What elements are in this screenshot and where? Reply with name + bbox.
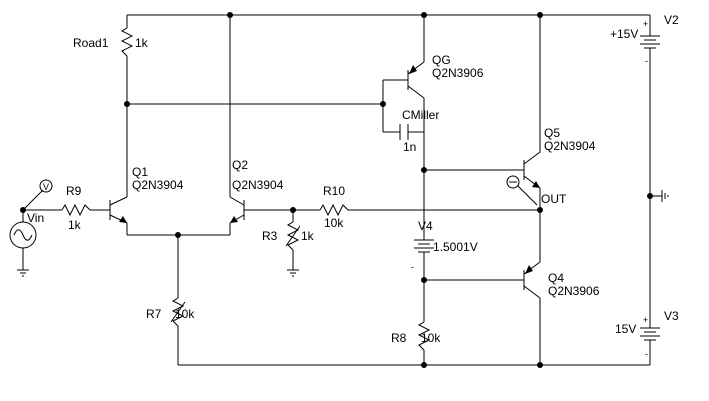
resistor-road1[interactable]: Road1 1k bbox=[73, 27, 149, 57]
r10-value: 10k bbox=[324, 216, 344, 230]
q2-label: Q2 bbox=[232, 158, 248, 172]
q4-label: Q4 bbox=[548, 271, 564, 285]
cmiller-label: CMiller bbox=[402, 108, 439, 122]
battery-v2[interactable]: V2 +15V + - bbox=[610, 13, 679, 66]
collector-lead bbox=[523, 151, 541, 165]
capacitor-cmiller[interactable]: CMiller 1n bbox=[399, 108, 439, 154]
v2-label: V2 bbox=[664, 13, 679, 27]
resistor-zigzag bbox=[319, 203, 349, 217]
resistor-zigzag bbox=[417, 321, 431, 351]
probe-lead bbox=[22, 189, 44, 211]
r7-label: R7 bbox=[146, 307, 162, 321]
v2-plus-sign: + bbox=[643, 19, 648, 29]
junction-dot bbox=[421, 12, 427, 18]
q5-part: Q2N3904 bbox=[544, 139, 596, 153]
v3-plus-sign: + bbox=[643, 315, 648, 325]
emitter-arrow bbox=[409, 65, 417, 74]
battery-v4[interactable]: V4 1.5001V - bbox=[411, 219, 478, 272]
collector-lead bbox=[109, 196, 128, 206]
r8-label: R8 bbox=[391, 331, 407, 345]
junction-dot bbox=[290, 207, 296, 213]
current-probe[interactable] bbox=[506, 175, 538, 206]
emitter-arrow bbox=[119, 216, 127, 223]
transistor-q5[interactable]: Q5 Q2N3904 bbox=[523, 126, 596, 189]
ground-symbol bbox=[287, 269, 299, 277]
junction-dot bbox=[647, 193, 653, 199]
resistor-r7[interactable]: R7 10k bbox=[146, 297, 195, 327]
q4-part: Q2N3906 bbox=[548, 284, 600, 298]
resistor-zigzag bbox=[286, 221, 300, 251]
r10-label: R10 bbox=[323, 184, 345, 198]
vin-label: Vin bbox=[27, 211, 44, 225]
q1-label: Q1 bbox=[132, 165, 148, 179]
junction-dot bbox=[421, 362, 427, 368]
v2-minus-sign: - bbox=[645, 56, 648, 66]
probe-lead bbox=[517, 185, 538, 206]
junction-dot bbox=[421, 277, 427, 283]
junction-dot bbox=[537, 207, 543, 213]
q1-part: Q2N3904 bbox=[132, 178, 184, 192]
v2-value: +15V bbox=[610, 27, 638, 41]
collector-lead bbox=[523, 285, 541, 299]
junction-dot bbox=[380, 101, 386, 107]
junction-dot bbox=[421, 167, 427, 173]
junction-dot bbox=[227, 12, 233, 18]
r7-value: 10k bbox=[175, 307, 195, 321]
resistor-zigzag bbox=[120, 27, 134, 57]
battery-v3[interactable]: V3 15V + - bbox=[615, 309, 679, 359]
ground-symbol bbox=[661, 190, 669, 202]
resistor-zigzag bbox=[61, 203, 91, 217]
emitter-arrow bbox=[230, 216, 238, 223]
resistor-r9[interactable]: R9 1k bbox=[61, 184, 91, 232]
qg-label: QG bbox=[432, 53, 451, 67]
r3-variable-arrow bbox=[285, 225, 301, 247]
resistor-r8[interactable]: R8 10k bbox=[391, 321, 441, 351]
junction-dot bbox=[537, 12, 543, 18]
wires bbox=[22, 14, 662, 366]
r9-value: 1k bbox=[68, 218, 82, 232]
sine-wave-icon bbox=[13, 229, 33, 241]
v3-value: 15V bbox=[615, 322, 636, 336]
q5-label: Q5 bbox=[544, 126, 560, 140]
emitter-arrow bbox=[525, 265, 533, 274]
road1-label: Road1 bbox=[73, 36, 109, 50]
r3-label: R3 bbox=[262, 229, 278, 243]
r9-label: R9 bbox=[66, 184, 82, 198]
resistor-r3[interactable]: R3 1k bbox=[262, 221, 315, 251]
q2-part: Q2N3904 bbox=[232, 178, 284, 192]
transistor-q2[interactable]: Q2 Q2N3904 bbox=[229, 158, 284, 224]
collector-lead bbox=[407, 85, 425, 99]
out-net-label: OUT bbox=[541, 192, 567, 206]
r7-variable-arrow bbox=[170, 301, 186, 323]
road1-value: 1k bbox=[135, 36, 149, 50]
transistor-qg[interactable]: QG Q2N3906 bbox=[400, 53, 484, 99]
v3-label: V3 bbox=[664, 309, 679, 323]
r8-value: 10k bbox=[421, 331, 441, 345]
v4-label: V4 bbox=[418, 219, 433, 233]
ac-source-vin[interactable]: Vin bbox=[9, 211, 44, 249]
collector-lead bbox=[229, 196, 245, 206]
r3-value: 1k bbox=[301, 229, 315, 243]
transistor-q1[interactable]: Q1 Q2N3904 bbox=[109, 165, 184, 224]
v4-value: 1.5001V bbox=[433, 240, 478, 254]
resistor-zigzag bbox=[171, 297, 185, 327]
ground-symbol bbox=[17, 269, 29, 277]
v4-minus-sign: - bbox=[411, 262, 414, 272]
junction-dot bbox=[175, 232, 181, 238]
source-circle bbox=[9, 221, 37, 249]
qg-part: Q2N3906 bbox=[432, 66, 484, 80]
junction-dot bbox=[537, 362, 543, 368]
emitter-arrow bbox=[532, 181, 540, 188]
transistor-q4[interactable]: Q4 Q2N3906 bbox=[523, 261, 600, 299]
cmiller-value: 1n bbox=[403, 140, 416, 154]
junction-dot bbox=[124, 101, 130, 107]
probe-v-glyph: V bbox=[43, 182, 49, 192]
voltage-probe[interactable]: V bbox=[22, 179, 53, 211]
resistor-r10[interactable]: R10 10k bbox=[319, 184, 349, 230]
probe-circle bbox=[506, 175, 520, 189]
probe-circle bbox=[39, 179, 53, 193]
v3-minus-sign: - bbox=[645, 349, 648, 359]
